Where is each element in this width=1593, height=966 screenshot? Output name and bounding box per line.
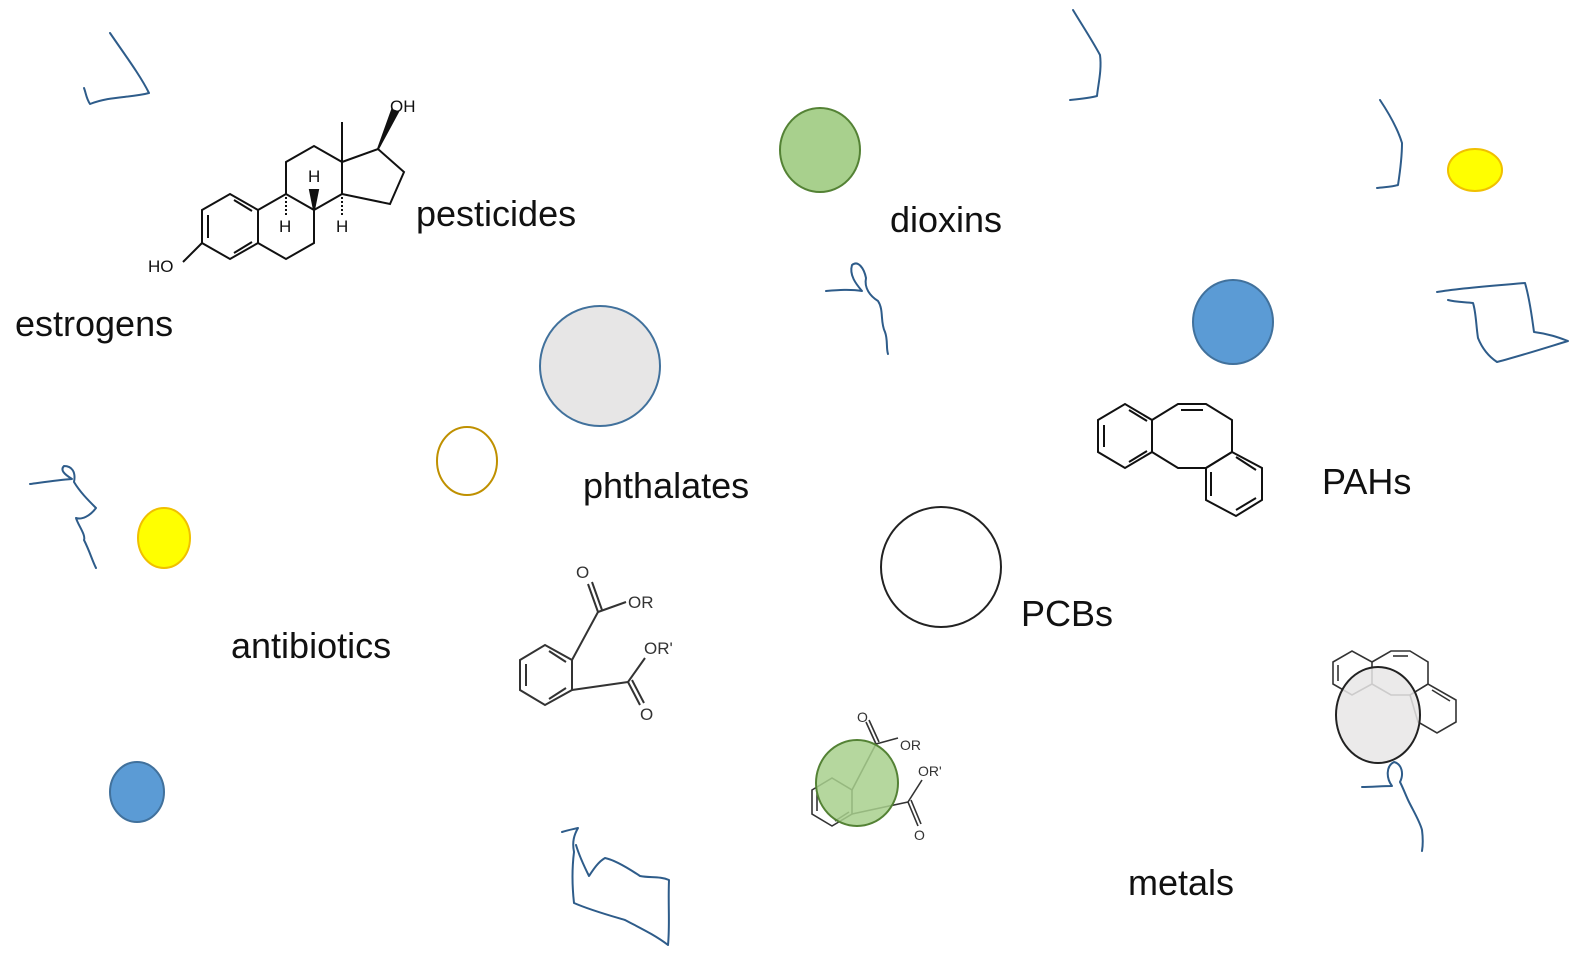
grey-circle — [539, 305, 661, 427]
phthalate-molecule — [519, 581, 646, 707]
white-circle — [880, 506, 1002, 628]
squiggle-line — [1436, 282, 1569, 363]
label-pcbs: PCBs — [1021, 593, 1114, 634]
atom-label-ho: HO — [148, 257, 174, 276]
squiggle-line — [825, 262, 889, 355]
phenanthrene-molecule — [1097, 402, 1263, 518]
label-antibiotics: antibiotics — [231, 625, 392, 666]
atom-label-oh: OH — [390, 97, 416, 116]
squiggle-line — [29, 465, 97, 569]
yellow-circle — [137, 507, 191, 569]
label-estrogens: estrogens — [15, 303, 174, 344]
atom-label-o: O — [640, 705, 653, 724]
squiggle-line — [83, 32, 150, 105]
atom-label-or: OR — [900, 737, 921, 753]
atom-label-h: H — [279, 217, 291, 236]
label-phthalates: phthalates — [583, 465, 750, 506]
blue-circle — [109, 761, 165, 823]
atom-label-o: O — [914, 827, 925, 843]
squiggle-line — [1361, 761, 1424, 852]
squiggle-line — [561, 827, 670, 946]
blue-circle — [1192, 279, 1274, 365]
atom-label-or: OR — [628, 593, 654, 612]
label-pesticides: pesticides — [416, 193, 577, 234]
atom-label-o: O — [857, 709, 868, 725]
label-pahs: PAHs — [1322, 461, 1412, 502]
squiggle-line — [1069, 9, 1102, 101]
atom-label-o: O — [576, 563, 589, 582]
atom-label-h: H — [336, 217, 348, 236]
estradiol-molecule — [182, 108, 406, 263]
grey-circle-overlay — [1335, 666, 1421, 764]
label-metals: metals — [1128, 862, 1235, 903]
yellow-circle — [1447, 148, 1503, 192]
green-circle-overlay — [815, 739, 899, 827]
squiggle-line — [1376, 99, 1403, 189]
label-dioxins: dioxins — [890, 199, 1003, 240]
green-circle — [779, 107, 861, 193]
atom-label-h: H — [308, 167, 320, 186]
atom-label-or-prime: OR' — [644, 639, 673, 658]
orange-outline-circle — [436, 426, 498, 496]
atom-label-or-prime: OR' — [918, 763, 942, 779]
